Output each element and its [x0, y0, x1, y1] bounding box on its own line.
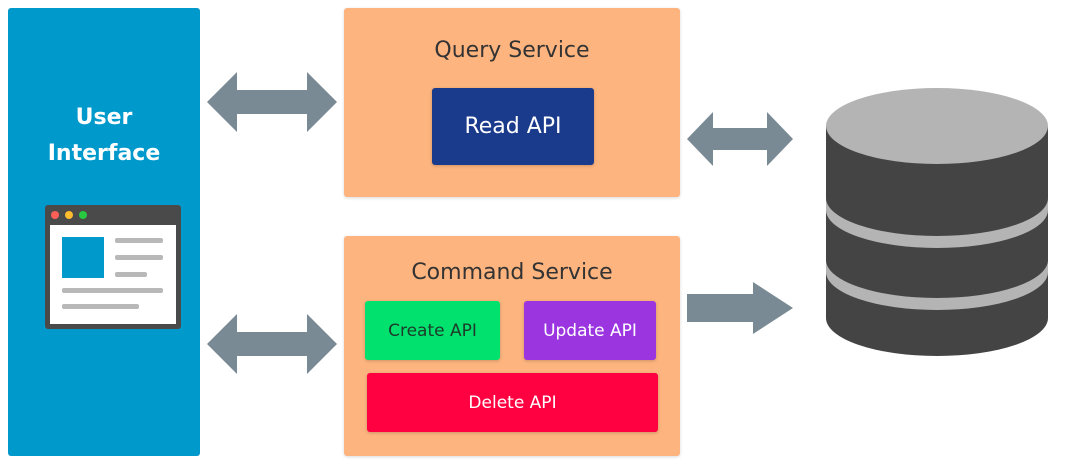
database-icon: [826, 88, 1048, 356]
arrow-query-database: [687, 112, 793, 166]
read-api-button[interactable]: Read API: [432, 88, 594, 165]
user-interface-panel: User Interface: [8, 8, 200, 456]
browser-window-icon: [45, 205, 181, 329]
user-interface-title-line1: User: [75, 105, 133, 130]
query-service-box: Query Service Read API: [344, 8, 680, 197]
arrow-ui-query: [207, 72, 337, 132]
update-api-button[interactable]: Update API: [524, 301, 656, 360]
arrow-command-database: [687, 282, 793, 334]
create-api-button[interactable]: Create API: [365, 301, 500, 360]
command-service-title: Command Service: [411, 260, 613, 285]
query-service-title: Query Service: [434, 38, 590, 63]
command-service-box: Command Service Create API Update API De…: [344, 236, 680, 456]
user-interface-title-line2: Interface: [47, 141, 161, 166]
delete-api-button[interactable]: Delete API: [367, 373, 658, 432]
arrow-ui-command: [207, 314, 337, 374]
user-interface-title: User Interface: [8, 100, 200, 172]
